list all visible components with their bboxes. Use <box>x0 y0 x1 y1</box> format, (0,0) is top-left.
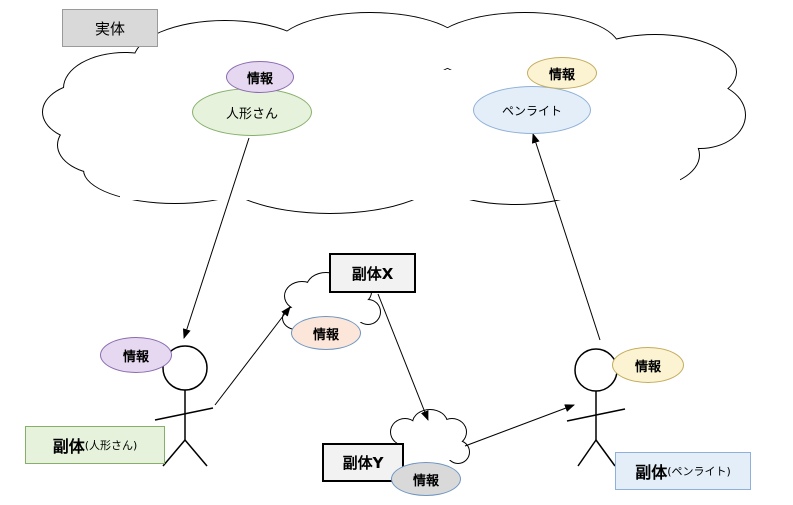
penlight-ellipse: ペンライト <box>473 86 591 134</box>
sub-doll-info-label: 情報 <box>122 349 149 365</box>
arrow-sub-to-penlight <box>531 133 601 341</box>
arrow-x-to-y <box>377 293 429 421</box>
sub-penlight-label-box: 副体(ペンライト) <box>615 452 751 490</box>
penlight-label: ペンライト <box>501 103 562 118</box>
doll-info-badge: 情報 <box>226 61 294 93</box>
stick-figure-doll <box>154 345 214 467</box>
arrow-doll-to-sub <box>182 137 250 339</box>
entity-cloud <box>42 12 746 214</box>
penlight-info-badge: 情報 <box>527 57 597 89</box>
sub-doll-main-label: 副体 <box>52 437 85 456</box>
sub-penlight-info-label: 情報 <box>634 359 661 375</box>
sub-penlight-info-badge: 情報 <box>612 347 684 383</box>
sub-y-info-label: 情報 <box>412 473 439 489</box>
sub-penlight-paren-label: (ペンライト) <box>667 465 731 478</box>
arrow-y-to-sub-penlight <box>464 404 575 447</box>
entity-label-text: 実体 <box>94 19 125 38</box>
sub-x-box: 副体X <box>329 253 416 293</box>
sub-x-info-label: 情報 <box>312 327 339 343</box>
sub-penlight-main-label: 副体 <box>635 463 668 482</box>
sub-doll-label-box: 副体(人形さん) <box>25 426 165 464</box>
sub-y-label: 副体Y <box>342 454 384 472</box>
sub-x-info-badge: 情報 <box>291 316 361 350</box>
arrow-sub-to-x <box>214 306 291 406</box>
entity-label: 実体 <box>62 9 158 47</box>
sub-x-label: 副体X <box>351 264 394 283</box>
sub-y-box: 副体Y <box>322 443 404 482</box>
sub-doll-paren-label: (人形さん) <box>84 439 138 452</box>
sub-y-info-badge: 情報 <box>391 462 461 496</box>
doll-info-label: 情報 <box>246 71 273 87</box>
doll-ellipse: 人形さん <box>192 88 312 136</box>
sub-doll-info-badge: 情報 <box>100 337 172 373</box>
doll-label: 人形さん <box>225 106 278 122</box>
penlight-info-label: 情報 <box>548 67 575 83</box>
